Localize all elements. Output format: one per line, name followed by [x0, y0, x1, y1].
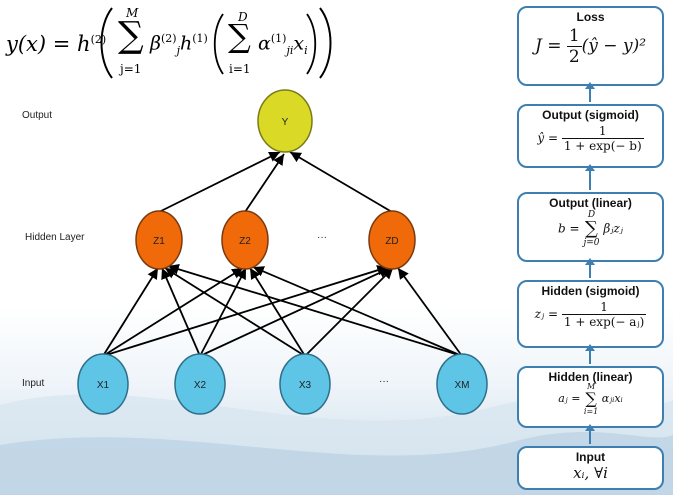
svg-text:Z1: Z1 — [153, 236, 165, 247]
node-input-x2: X2 — [174, 353, 226, 415]
edge-zd-y — [289, 151, 393, 213]
box-loss-title: Loss — [576, 10, 605, 24]
edge-x2-zd — [199, 267, 391, 357]
edge-z2-y — [244, 153, 285, 213]
edge-xm-zd — [397, 267, 463, 357]
sum-symbol-outer: ∑ — [118, 15, 144, 56]
box-input-formula: xᵢ, ∀i — [573, 464, 608, 482]
edge-x3-z1 — [164, 267, 306, 357]
sum-symbol-inner: ∑ — [228, 17, 251, 55]
edge-x2-z1 — [161, 267, 201, 357]
right-paren-outer — [319, 7, 332, 79]
sum-upper-m: M — [126, 6, 139, 20]
edges — [102, 151, 463, 357]
network-equation: y(x) = h(2) M ∑ j=1 β(2)jh(1) D ∑ i=1 α(… — [4, 4, 334, 84]
edge-x2-z2 — [199, 267, 247, 357]
svg-text:ZD: ZD — [385, 236, 398, 247]
arrow-to-loss — [585, 82, 595, 102]
box-input-title: Input — [575, 450, 606, 464]
node-input-x3: X3 — [279, 353, 331, 415]
beta-term: β(2)jh(1) — [150, 32, 208, 58]
sum-lower-i: i=1 — [229, 62, 251, 76]
arrow-to-output-sigmoid — [585, 164, 595, 190]
sum-upper-d: D — [238, 10, 248, 24]
arrow-to-hidden-linear — [585, 424, 595, 444]
edge-z1-y — [158, 151, 281, 213]
svg-text:X3: X3 — [299, 380, 312, 391]
edge-x1-zd — [102, 265, 389, 357]
arrow-to-hidden-sigmoid — [585, 344, 595, 364]
box-hidden-linear-formula: aⱼ = M∑i=1 αⱼᵢxᵢ — [558, 382, 623, 416]
node-output-y: Y — [257, 89, 313, 153]
left-paren-inner — [213, 13, 224, 75]
sum-lower-j: j=1 — [120, 62, 142, 76]
box-output-sigmoid-title: Output (sigmoid) — [542, 108, 639, 122]
node-hidden-zd: ZD — [368, 210, 416, 270]
box-hidden-linear: Hidden (linear) aⱼ = M∑i=1 αⱼᵢxᵢ — [517, 366, 664, 428]
box-output-linear: Output (linear) b = D∑j=0 βⱼzⱼ — [517, 192, 664, 262]
edge-xm-z2 — [252, 266, 463, 357]
node-hidden-z1: Z1 — [135, 210, 183, 270]
right-paren-inner — [306, 13, 317, 75]
label-output: Output — [22, 110, 53, 121]
alpha-term: α(1)jixi — [258, 32, 308, 58]
edge-x1-z1 — [102, 267, 159, 357]
svg-text:XM: XM — [455, 380, 470, 391]
box-output-linear-title: Output (linear) — [549, 196, 632, 210]
box-hidden-sigmoid-title: Hidden (sigmoid) — [541, 284, 640, 298]
svg-text:Y: Y — [282, 117, 289, 128]
edge-xm-z1 — [167, 263, 463, 357]
box-hidden-linear-title: Hidden (linear) — [548, 370, 633, 384]
arrow-to-output-linear — [585, 258, 595, 278]
input-ellipsis: ··· — [379, 376, 389, 387]
label-input: Input — [22, 378, 45, 389]
box-output-linear-formula: b = D∑j=0 βⱼzⱼ — [558, 210, 623, 248]
svg-text:Z2: Z2 — [239, 236, 251, 247]
box-input: Input xᵢ, ∀i — [517, 446, 664, 490]
node-input-xm: XM — [436, 353, 488, 415]
edge-x3-z2 — [249, 267, 306, 357]
svg-text:X1: X1 — [97, 380, 110, 391]
equation-lhs: y(x) = h(2) — [6, 32, 107, 56]
left-paren-outer — [100, 7, 113, 79]
edge-x3-zd — [304, 267, 394, 357]
node-hidden-z2: Z2 — [221, 210, 269, 270]
label-hidden-layer: Hidden Layer — [25, 232, 85, 243]
hidden-ellipsis: ··· — [317, 232, 327, 243]
node-input-x1: X1 — [77, 353, 129, 415]
svg-text:X2: X2 — [194, 380, 207, 391]
